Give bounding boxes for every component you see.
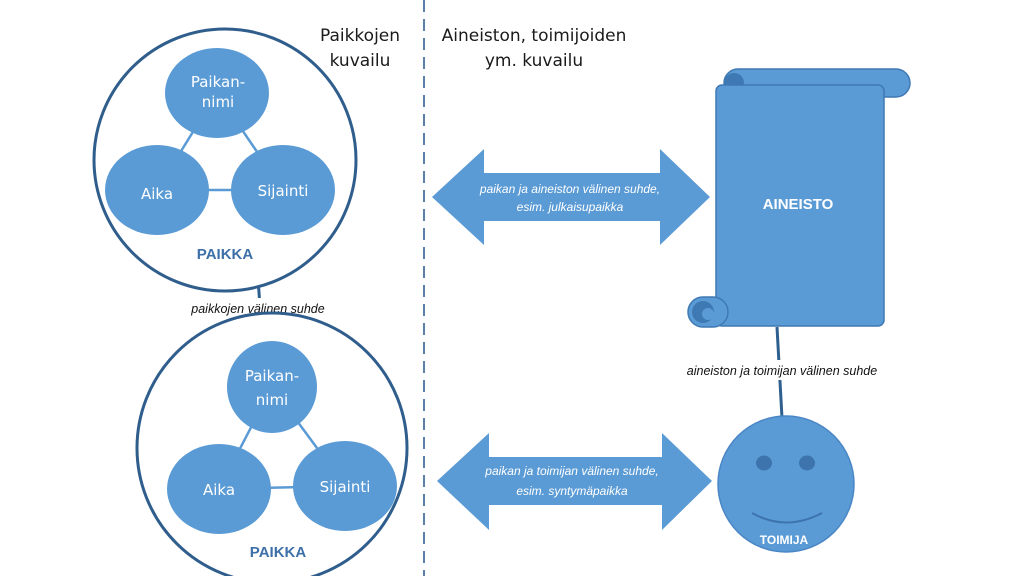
node-location-label: Sijainti: [258, 182, 309, 200]
material-agent-relation-label: aineiston ja toimijan välinen suhde: [687, 364, 877, 378]
scroll-bottom-curl-inner: [702, 308, 714, 320]
node-location-label: Sijainti: [320, 478, 371, 496]
node-place-name: [227, 341, 317, 433]
double-arrow-shape: [437, 433, 712, 530]
node-location: [231, 145, 335, 235]
node-time-label: Aika: [203, 481, 235, 499]
node-place-name: [165, 48, 269, 138]
arrow-place-material: paikan ja aineiston välinen suhde, esim.…: [432, 149, 710, 245]
arrow-top-line2: esim. julkaisupaikka: [517, 200, 624, 214]
place-group-top: Paikan- nimi Aika Sijainti PAIKKA: [92, 27, 358, 293]
place-label-top: PAIKKA: [197, 246, 254, 263]
header-left-line2: kuvailu: [330, 51, 391, 71]
header-right-line2: ym. kuvailu: [485, 51, 583, 71]
node-time: [105, 145, 209, 235]
arrow-bottom-line1: paikan ja toimijan välinen suhde,: [484, 464, 658, 478]
double-arrow-shape: [432, 149, 710, 245]
node-place-name-line1: Paikan-: [245, 367, 299, 385]
agent-smiley: TOIMIJA: [717, 415, 855, 553]
arrow-top-line1: paikan ja aineiston välinen suhde,: [479, 182, 660, 196]
agent-right-eye: [799, 455, 815, 471]
node-time: [167, 444, 271, 534]
agent-left-eye: [756, 455, 772, 471]
node-location: [293, 441, 397, 531]
material-agent-relation-bg: [672, 360, 892, 380]
node-place-name-line2: nimi: [256, 391, 288, 409]
agent-smile: [751, 512, 823, 524]
place-group-bottom: Paikan- nimi Aika Sijainti PAIKKA: [135, 311, 409, 576]
arrow-place-agent: paikan ja toimijan välinen suhde, esim. …: [437, 433, 712, 530]
place-label-bottom: PAIKKA: [250, 544, 307, 561]
scroll-body: [715, 84, 885, 327]
material-scroll: AINEISTO: [687, 68, 911, 328]
header-left-line1: Paikkojen: [320, 26, 400, 46]
node-place-name-line2: nimi: [202, 93, 234, 111]
node-place-name-line1: Paikan-: [191, 73, 245, 91]
place-relation-bg: [180, 298, 335, 318]
material-label: AINEISTO: [763, 196, 834, 213]
agent-face: [717, 415, 855, 553]
arrow-bottom-line2: esim. syntymäpaikka: [516, 484, 628, 498]
agent-label: TOIMIJA: [760, 533, 809, 547]
place-relation-label: paikkojen välinen suhde: [190, 302, 324, 316]
header-right-line1: Aineiston, toimijoiden: [442, 26, 627, 46]
node-time-label: Aika: [141, 185, 173, 203]
